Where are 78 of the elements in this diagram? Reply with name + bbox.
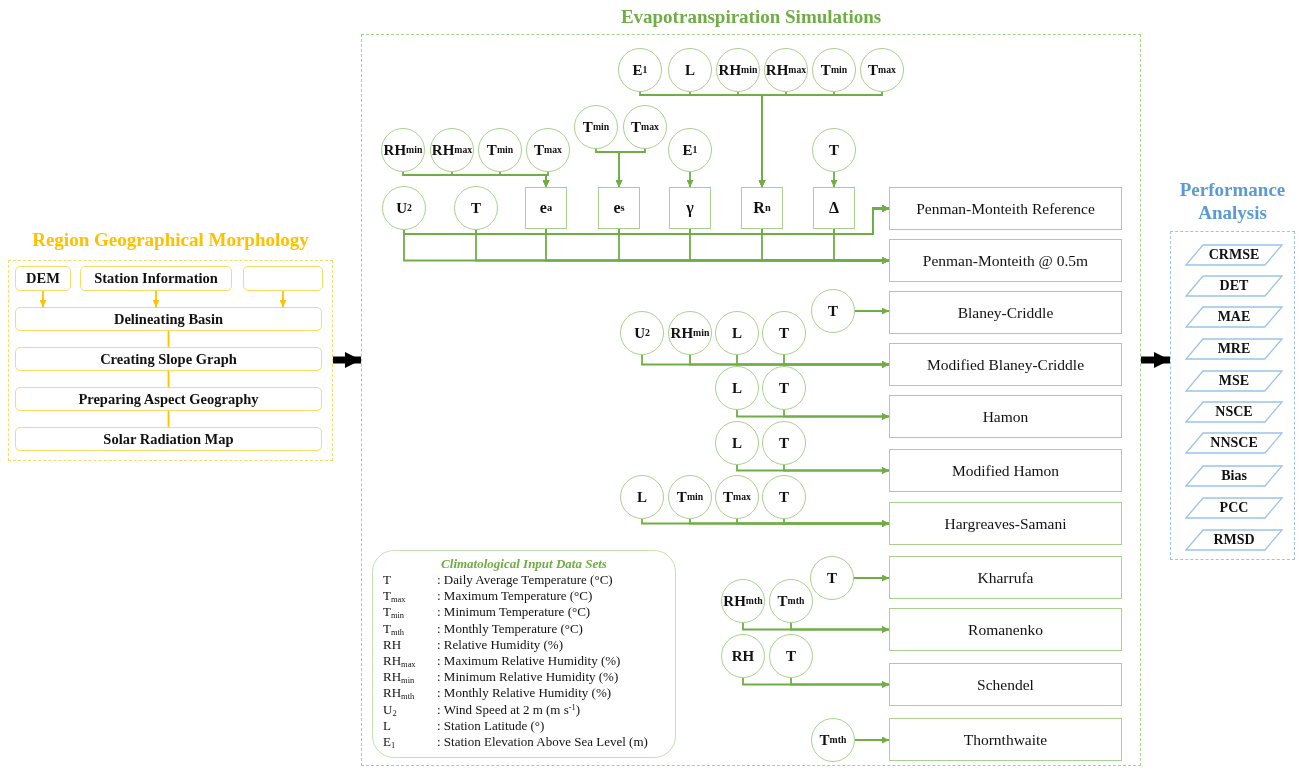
- variable-circle: L: [620, 475, 664, 519]
- variable-circle: T: [762, 475, 806, 519]
- method-box: Schendel: [889, 663, 1122, 706]
- key-entry: RH$_{mth}$ : Monthly Relative Humidity (%): [383, 685, 613, 702]
- method-box: Hargreaves-Samani: [889, 502, 1122, 545]
- variable-circle: T: [762, 311, 806, 355]
- method-box: Hamon: [889, 395, 1122, 438]
- arrow: [854, 307, 890, 315]
- key-entry: RH$_{max}$ : Maximum Relative Humidity (%): [383, 653, 622, 670]
- process-box: Delineating Basin: [15, 307, 322, 331]
- method-box: Romanenko: [889, 608, 1122, 651]
- key-entry: RH$_{min}$ : Minimum Relative Humidity (%): [383, 669, 620, 686]
- variable-circle: T: [812, 128, 856, 172]
- method-box: Modified Hamon: [889, 449, 1122, 492]
- metric-parallelogram: MAE: [1185, 306, 1283, 328]
- variable-circle: L: [715, 421, 759, 465]
- variable-circle: L: [715, 311, 759, 355]
- arrow: [542, 171, 550, 188]
- parameter-box: Δ: [813, 187, 855, 229]
- arrow: [152, 290, 160, 308]
- variable-circle: T: [454, 186, 498, 230]
- arrow: [853, 574, 890, 582]
- variable-circle: T: [810, 556, 854, 600]
- metric-parallelogram: MSE: [1185, 370, 1283, 392]
- key-panel: [372, 550, 676, 758]
- arrow: [783, 464, 890, 474]
- variable-circle: RH: [721, 634, 765, 678]
- arrow: [783, 518, 890, 527]
- method-box: Kharrufa: [889, 556, 1122, 599]
- variable-circle: L: [668, 48, 712, 92]
- key-title: Climatological Input Data Sets: [440, 555, 608, 572]
- key-entry: T : Daily Average Temperature (°C): [383, 572, 614, 589]
- arrow: [686, 171, 694, 188]
- arrow: [790, 677, 890, 688]
- arrow: [279, 290, 287, 308]
- key-entry: T$_{min}$ : Minimum Temperature (°C): [383, 604, 592, 621]
- key-entry: E$_{1}$ : Station Elevation Above Sea Level (m): [383, 734, 649, 751]
- method-box: Penman-Monteith Reference: [889, 187, 1122, 230]
- process-box: Preparing Aspect Geography: [15, 387, 322, 411]
- metric-parallelogram: MRE: [1185, 338, 1283, 360]
- parameter-box: γ: [669, 187, 711, 229]
- key-entry: RH : Relative Humidity (%): [383, 636, 564, 653]
- metric-parallelogram: NNSCE: [1185, 432, 1283, 454]
- variable-circle: T: [769, 634, 813, 678]
- arrow: [854, 736, 890, 744]
- process-box: Station Information: [80, 266, 232, 291]
- group-title: Region Geographical Morphology: [31, 228, 310, 251]
- method-box: Blaney-Criddle: [889, 291, 1122, 334]
- arrow: [830, 171, 838, 188]
- metric-parallelogram: CRMSE: [1185, 244, 1283, 266]
- key-entry: L : Station Latitude (°): [383, 717, 546, 735]
- metric-parallelogram: RMSD: [1185, 529, 1283, 551]
- variable-circle: T: [762, 366, 806, 410]
- arrow: [783, 409, 890, 420]
- process-box: Solar Radiation Map: [15, 427, 322, 451]
- key-entry: T$_{mth}$ : Monthly Temperature (°C): [383, 620, 584, 637]
- metric-parallelogram: NSCE: [1185, 401, 1283, 423]
- process-box: DEM: [15, 266, 71, 291]
- variable-circle: T: [811, 289, 855, 333]
- metric-parallelogram: Bias: [1185, 465, 1283, 487]
- method-box: Modified Blaney-Criddle: [889, 343, 1122, 386]
- metric-parallelogram: DET: [1185, 275, 1283, 297]
- method-box: Penman-Monteith @ 0.5m: [889, 239, 1122, 282]
- process-box: Creating Slope Graph: [15, 347, 322, 371]
- group-title: Performance Analysis: [1178, 178, 1287, 224]
- method-box: Thornthwaite: [889, 718, 1122, 761]
- variable-circle: L: [715, 366, 759, 410]
- arrow: [39, 290, 47, 308]
- metric-parallelogram: PCC: [1185, 497, 1283, 519]
- key-entry: U$_{2}$ : Wind Speed at 2 m (m s$^{-1}$): [383, 701, 582, 718]
- group-title: Evapotranspiration Simulations: [619, 5, 883, 28]
- arrow: [615, 148, 646, 188]
- empty-box: [243, 266, 323, 291]
- arrow: [790, 622, 890, 633]
- arrow: [783, 354, 890, 368]
- variable-circle: T: [762, 421, 806, 465]
- arrow: [758, 91, 883, 188]
- key-entry: T$_{max}$ : Maximum Temperature (°C): [383, 588, 594, 605]
